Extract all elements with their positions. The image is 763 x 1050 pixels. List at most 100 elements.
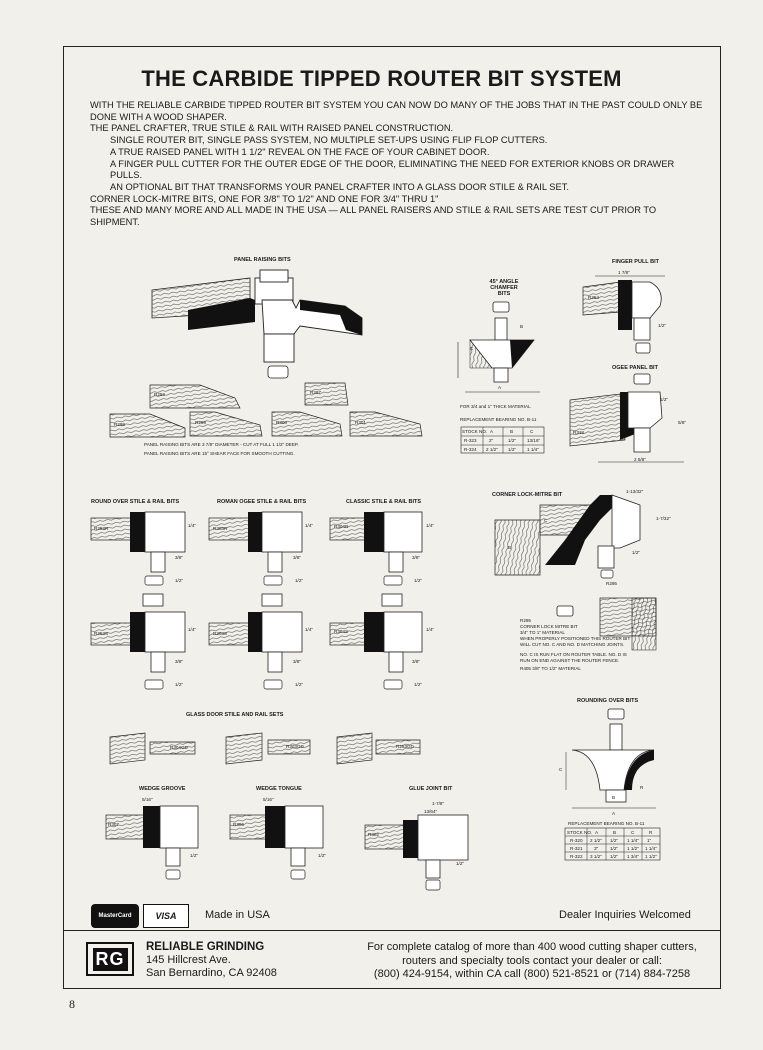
dim-letter: C	[470, 346, 474, 351]
dim-label: 1-13/32"	[626, 489, 644, 494]
dim-label: 1-7/8"	[432, 801, 445, 806]
dim-label: 3/8"	[293, 555, 302, 560]
dim-label: 3/8"	[412, 555, 421, 560]
table-cell: 1/2"	[610, 838, 619, 843]
code-label: R318	[573, 430, 584, 435]
dim-label: 1/2"	[660, 397, 669, 402]
panel-profiles	[109, 382, 423, 438]
code-label: R306	[233, 822, 244, 827]
table-cell: 2 1/2"	[590, 838, 602, 843]
corner-lock-note: WILL CUT NO. C AND NO. D MATCHING JOINTS…	[520, 642, 625, 647]
chamfer-bit-drawing	[457, 301, 540, 393]
table-cell: 2 1/2"	[486, 447, 498, 452]
dim-label: 1/2"	[175, 578, 184, 583]
panel-note: PANEL RAISING BITS ARE 3 7/8" DIAMETER -…	[144, 442, 299, 447]
code-label: R303GD	[286, 744, 304, 749]
dim-label: 1/4"	[188, 523, 197, 528]
table-cell: 13/16"	[527, 438, 541, 443]
chamfer-label: 45° ANGLE CHAMFER BITS	[489, 279, 519, 297]
corner-lock-note: 3/4" TO 1" MATERIAL	[520, 630, 565, 635]
dim-label: 1 7/8"	[618, 270, 630, 275]
table-cell: 1 1/4"	[645, 846, 657, 851]
dim-letter: B	[520, 324, 524, 329]
page-frame	[63, 46, 721, 931]
dim-label: 1/4"	[188, 627, 197, 632]
catalog-info: For complete catalog of more than 400 wo…	[352, 941, 712, 982]
table-cell: 1 1/2"	[645, 854, 657, 859]
wedge-groove-label: WEDGE GROOVE	[139, 786, 186, 792]
company-address: RELIABLE GRINDING 145 Hillcrest Ave. San…	[146, 941, 277, 980]
catalog-line: For complete catalog of more than 400 wo…	[367, 941, 697, 953]
ogee-panel-label: OGEE PANEL BIT	[612, 365, 658, 371]
dim-label: 1/4"	[305, 523, 314, 528]
dim-label: 5/16"	[142, 797, 153, 802]
code-label: R253S	[94, 631, 109, 636]
table-cell: C	[631, 830, 635, 835]
ogee-panel-drawing	[569, 373, 684, 463]
glue-joint-label: GLUE JOINT BIT	[409, 786, 453, 792]
panel-raising-label: PANEL RAISING BITS	[234, 257, 291, 263]
made-in-usa: Made in USA	[205, 909, 270, 921]
dim-letter: R	[640, 785, 644, 790]
rounding-over-drawing	[564, 708, 661, 861]
wedge-joint-drawings	[105, 805, 469, 891]
dim-label: 1/2"	[295, 578, 304, 583]
code-label: R304GD	[170, 745, 188, 750]
table-cell: R-320	[570, 838, 583, 843]
finger-pull-drawing	[582, 275, 665, 354]
dim-letter: C	[559, 767, 563, 772]
code-label: R253GD	[396, 744, 414, 749]
table-cell: A	[595, 830, 599, 835]
rounding-over-label: ROUNDING OVER BITS	[577, 698, 639, 704]
dim-label: 1/2"	[658, 323, 667, 328]
table-cell: 1 1/4"	[627, 838, 639, 843]
table-cell: R-322	[570, 854, 583, 859]
dim-label: 1-7/32"	[656, 516, 671, 521]
dim-label: 1/4"	[426, 523, 435, 528]
dim-label: 13/64"	[424, 809, 438, 814]
footer-box	[63, 931, 721, 989]
dim-label: 3/8"	[175, 555, 184, 560]
intro-line: SINGLE ROUTER BIT, SINGLE PASS SYSTEM, N…	[110, 135, 548, 146]
code-label: R299	[195, 420, 206, 425]
intro-line: A FINGER PULL CUTTER FOR THE OUTER EDGE …	[110, 158, 675, 181]
table-cell: R-323	[464, 438, 477, 443]
code-label: R254	[588, 295, 599, 300]
company-street: 145 Hillcrest Ave.	[146, 954, 231, 966]
intro-line: WITH THE RELIABLE CARBIDE TIPPED ROUTER …	[90, 100, 703, 122]
intro-line: AN OPTIONAL BIT THAT TRANSFORMS YOUR PAN…	[110, 181, 569, 192]
panel-raising-bit-drawing	[151, 269, 363, 379]
intro-text: WITH THE RELIABLE CARBIDE TIPPED ROUTER …	[90, 100, 705, 229]
table-cell: 1 1/4"	[527, 447, 539, 452]
dim-label: 5/16"	[263, 797, 274, 802]
corner-lock-label: CORNER LOCK-MITRE BIT	[492, 492, 563, 498]
company-city: San Bernardino, CA 92408	[146, 967, 277, 979]
dim-label: 1/2"	[632, 550, 641, 555]
dim-label: 1/2"	[318, 853, 327, 858]
table-cell: 1"	[647, 838, 652, 843]
company-logo: RG	[86, 942, 134, 976]
code-label: R298	[114, 422, 125, 427]
table-cell: A	[490, 429, 494, 434]
table-cell: B	[613, 830, 617, 835]
corner-lock-note: RUN ON END AGAINST THE ROUTER FENCE.	[520, 658, 620, 663]
roman-ogee-sr-label: ROMAN OGEE STILE & RAIL BITS	[217, 499, 307, 505]
code-label: R252	[154, 392, 165, 397]
intro-line: THESE AND MANY MORE AND ALL MADE IN THE …	[90, 205, 657, 228]
table-cell: B	[510, 429, 514, 434]
table-cell: 3"	[594, 846, 599, 851]
dim-label: 1/2"	[175, 682, 184, 687]
table-cell: 3 1/2"	[590, 854, 602, 859]
classic-sr-label: CLASSIC STILE & RAIL BITS	[346, 499, 422, 505]
dim-label: 3/8"	[175, 659, 184, 664]
code-label: R303S	[213, 631, 228, 636]
table-cell: 1/2"	[610, 854, 619, 859]
dim-label: 1/2"	[456, 861, 465, 866]
stile-rail-drawings	[90, 511, 423, 690]
code-label: R297	[310, 390, 321, 395]
dim-label: 1/2"	[414, 578, 423, 583]
dim-label: 1/4"	[426, 627, 435, 632]
dim-letter: B	[612, 795, 616, 800]
code-label: R253R	[94, 526, 109, 531]
